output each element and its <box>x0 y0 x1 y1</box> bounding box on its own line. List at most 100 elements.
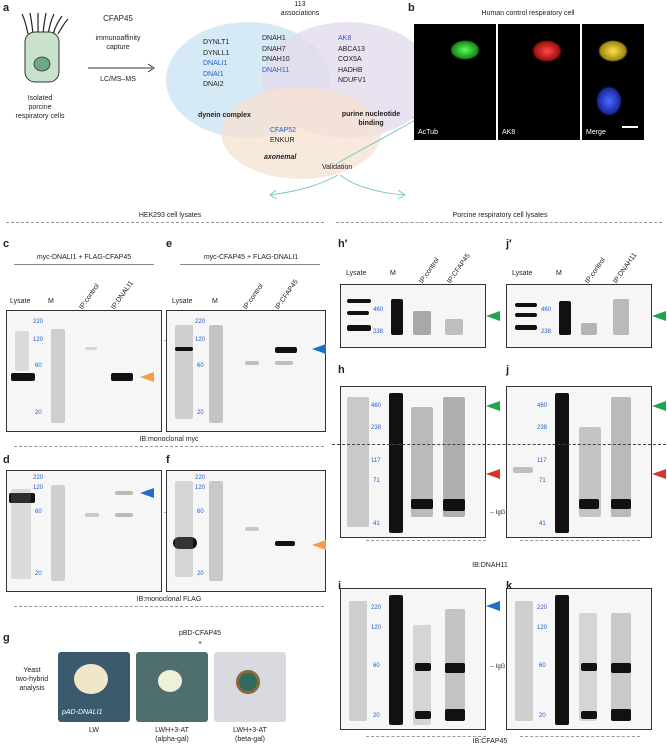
dynein-title: dynein complex <box>198 112 251 119</box>
yeast-plate-beta <box>214 652 286 722</box>
mw-marker: 120 <box>537 625 548 631</box>
cond-beta: LWH+3-AT (beta-gal) <box>233 727 267 743</box>
lane-label: Lysate <box>346 270 367 277</box>
venn-diagram <box>163 15 438 185</box>
mw-marker: 20 <box>197 410 204 416</box>
mw-marker: 120 <box>33 337 44 343</box>
lane-label: M <box>48 298 54 305</box>
ib-myc: IB:monoclonal myc <box>139 436 199 443</box>
blot-k: 220 120 60 20 <box>506 588 652 730</box>
green-arrowhead <box>652 401 666 411</box>
microscopy-actub: AcTub <box>414 24 496 140</box>
blue-arrowhead <box>140 488 154 498</box>
lane-label: M <box>212 298 218 305</box>
mw-marker: 460 <box>541 307 552 313</box>
image-label-merge: Merge <box>586 129 606 136</box>
panel-e-title: myc-CFAP45 + FLAG-DNALI1 <box>203 254 299 261</box>
mw-marker: 220 <box>371 605 382 611</box>
dynein-item: DYNLL1 <box>203 49 230 57</box>
ib-dnah11: IB:DNAH11 <box>472 562 508 569</box>
mw-marker: 20 <box>373 713 380 719</box>
blot-jprime: 460 238 <box>506 284 652 348</box>
mw-marker: 60 <box>197 363 204 369</box>
center-item: DNAH1 <box>262 35 286 42</box>
blot-c: 220 120 60 20 <box>6 310 162 432</box>
purine-item: NDUFV1 <box>338 77 367 84</box>
blot-d: 220 120 60 20 <box>6 470 162 592</box>
center-item: DNAH10 <box>262 56 290 63</box>
mw-marker: 220 <box>195 475 206 481</box>
mw-marker: 220 <box>537 605 548 611</box>
panel-label-h: h <box>338 364 345 376</box>
mw-marker: 238 <box>541 329 552 335</box>
center-item: DNAH11 <box>262 66 290 74</box>
mw-marker: 238 <box>373 329 384 335</box>
mw-marker: 20 <box>35 571 42 577</box>
ib-dnah11-rule-left <box>366 540 486 541</box>
blue-arrowhead <box>486 601 500 611</box>
blot-i: 220 120 60 20 <box>340 588 486 730</box>
dynein-list: DYNLT1 DYNLL1 DNALI1 DNAI1 DNAI2 <box>203 38 229 91</box>
mw-marker: 120 <box>195 485 206 491</box>
lane-label: IP:control <box>242 282 265 311</box>
mw-marker: 220 <box>33 319 44 325</box>
mw-marker: 238 <box>371 425 382 431</box>
center-item: DNAH7 <box>262 45 286 53</box>
dynein-item: DNAI2 <box>203 81 224 88</box>
ib-flag-rule <box>14 606 324 607</box>
panel-g-plus: + <box>197 640 203 647</box>
purine-title: purine nucleotide binding <box>341 111 401 127</box>
validation-arrows <box>240 115 440 205</box>
lane-label: M <box>390 270 396 277</box>
ib-cfap45-rule-left <box>366 736 486 737</box>
mw-marker: 460 <box>373 307 384 313</box>
green-arrowhead <box>486 401 500 411</box>
dynein-item: DNAI1 <box>203 70 224 78</box>
mw-marker: 120 <box>371 625 382 631</box>
panel-label-c: c <box>3 238 10 250</box>
lane-label: IP:DNAH11 <box>612 251 639 285</box>
gel-cut-line <box>332 444 666 445</box>
purine-item: HADHB <box>338 66 363 74</box>
orange-arrowhead <box>312 540 326 550</box>
yeast-insert-label: pAD-DNALI1 <box>62 709 103 716</box>
ib-cfap45-rule-right <box>520 736 640 737</box>
cond-alpha: LWH+3-AT (alpha-gal) <box>155 727 189 743</box>
section-porcine-line <box>336 222 662 223</box>
lane-label: Lysate <box>172 298 193 305</box>
center-list: DNAH1 DNAH7 DNAH10 DNAH11 <box>262 34 290 76</box>
panel-label-f: f <box>166 454 170 466</box>
mw-marker: 120 <box>195 337 206 343</box>
mw-marker: 41 <box>373 521 380 527</box>
mw-marker: 60 <box>35 363 42 369</box>
ib-cfap45: IB:CFAP45 <box>472 738 508 745</box>
green-arrowhead <box>652 311 666 321</box>
mw-marker: 460 <box>371 403 382 409</box>
section-hek: HEK293 cell lysates <box>138 212 202 219</box>
red-arrowhead <box>652 469 666 479</box>
blot-h: 460 238 117 71 41 <box>340 386 486 538</box>
igg-label-h: -- IgG -- <box>490 510 511 516</box>
panel-b-title: Human control respiratory cell <box>481 10 575 17</box>
mw-marker: 460 <box>537 403 548 409</box>
yeast-plate-alpha <box>136 652 208 722</box>
green-arrowhead <box>486 311 500 321</box>
section-porcine: Porcine respiratory cell lysates <box>452 212 548 219</box>
panel-label-i: i <box>338 580 342 592</box>
panel-label-k: k <box>506 580 513 592</box>
purine-item: AK8 <box>338 35 352 42</box>
mw-marker: 60 <box>373 663 380 669</box>
axonemal-title: axonemal <box>264 154 297 161</box>
lane-label: M <box>556 270 562 277</box>
panel-e-title-rule <box>180 264 320 265</box>
blot-e: 220 120 60 20 <box>166 310 326 432</box>
mw-marker: 60 <box>35 509 42 515</box>
validation-label: Validation <box>322 164 353 171</box>
mw-marker: 120 <box>33 485 44 491</box>
red-arrowhead <box>486 469 500 479</box>
mw-marker: 71 <box>373 478 380 484</box>
purine-item: ABCA13 <box>338 45 365 53</box>
panel-label-j: j <box>506 364 510 376</box>
blue-arrowhead <box>312 344 326 354</box>
mw-marker: 220 <box>195 319 206 325</box>
